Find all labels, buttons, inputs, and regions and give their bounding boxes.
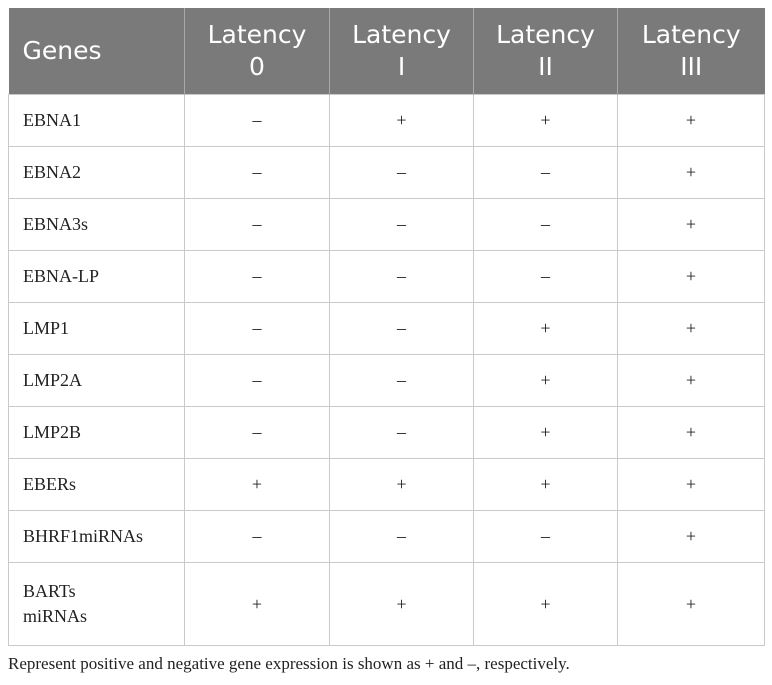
- gene-name-cell: EBNA3s: [8, 198, 185, 251]
- gene-name-text: EBNA3s: [23, 214, 89, 234]
- expression-cell: –: [473, 510, 618, 563]
- gene-name-cell: LMP1: [8, 302, 185, 355]
- expression-cell: +: [184, 562, 330, 646]
- expression-cell: +: [617, 510, 765, 563]
- expression-cell: +: [473, 302, 618, 355]
- table-row: LMP2A––++: [8, 354, 765, 407]
- expression-cell: –: [184, 354, 330, 407]
- expression-cell: +: [329, 458, 474, 511]
- gene-name-cell: EBERs: [8, 458, 185, 511]
- gene-name-text: BHRF1miRNAs: [23, 526, 144, 546]
- gene-name-text: LMP1: [23, 318, 70, 338]
- table-row: LMP1––++: [8, 302, 765, 355]
- expression-cell: –: [184, 510, 330, 563]
- expression-cell: +: [473, 354, 618, 407]
- expression-cell: +: [473, 94, 618, 147]
- expression-cell: –: [329, 250, 474, 303]
- expression-cell: +: [473, 458, 618, 511]
- expression-cell: –: [184, 406, 330, 459]
- expression-cell: +: [473, 406, 618, 459]
- expression-cell: +: [617, 146, 765, 199]
- expression-cell: –: [473, 198, 618, 251]
- gene-name-text: BARTs: [23, 581, 76, 601]
- expression-cell: +: [184, 458, 330, 511]
- expression-cell: +: [617, 198, 765, 251]
- gene-name-cell: LMP2B: [8, 406, 185, 459]
- gene-name-text: LMP2B: [23, 422, 82, 442]
- gene-name-cell: EBNA1: [8, 94, 185, 147]
- expression-cell: +: [617, 458, 765, 511]
- expression-cell: –: [329, 406, 474, 459]
- expression-cell: +: [617, 562, 765, 646]
- gene-name-text: LMP2A: [23, 370, 83, 390]
- gene-name-cell: BARTs miRNAs: [8, 562, 185, 646]
- table-row: BHRF1miRNAs–––+: [8, 510, 765, 563]
- table-row: EBERs++++: [8, 458, 765, 511]
- expression-cell: –: [184, 250, 330, 303]
- table-row: EBNA1–+++: [8, 94, 765, 147]
- gene-name-cell: BHRF1miRNAs: [8, 510, 185, 563]
- table-body: EBNA1–+++EBNA2–––+EBNA3s–––+EBNA-LP–––+L…: [8, 94, 765, 646]
- expression-cell: +: [617, 94, 765, 147]
- gene-name-cell: LMP2A: [8, 354, 185, 407]
- expression-cell: +: [617, 354, 765, 407]
- expression-cell: +: [473, 562, 618, 646]
- expression-cell: –: [473, 250, 618, 303]
- header-genes: Genes: [8, 8, 185, 95]
- expression-cell: –: [329, 510, 474, 563]
- expression-cell: +: [617, 406, 765, 459]
- expression-cell: –: [184, 94, 330, 147]
- expression-cell: +: [617, 302, 765, 355]
- gene-name-text: EBERs: [23, 474, 77, 494]
- table-row: EBNA-LP–––+: [8, 250, 765, 303]
- expression-cell: –: [329, 302, 474, 355]
- expression-cell: +: [617, 250, 765, 303]
- gene-name-cell: EBNA2: [8, 146, 185, 199]
- gene-name-text: miRNAs: [23, 606, 88, 626]
- expression-cell: –: [329, 354, 474, 407]
- expression-cell: –: [184, 198, 330, 251]
- expression-cell: –: [184, 302, 330, 355]
- expression-cell: –: [329, 198, 474, 251]
- gene-name-text: EBNA2: [23, 162, 81, 182]
- expression-cell: +: [329, 94, 474, 147]
- expression-cell: –: [473, 146, 618, 199]
- table-row: EBNA3s–––+: [8, 198, 765, 251]
- gene-name-text: EBNA1: [23, 110, 81, 130]
- table-footnote: Represent positive and negative gene exp…: [8, 654, 570, 673]
- gene-name-text: EBNA-LP: [23, 266, 99, 286]
- expression-cell: –: [184, 146, 330, 199]
- table-row: EBNA2–––+: [8, 146, 765, 199]
- gene-name-cell: EBNA-LP: [8, 250, 185, 303]
- expression-cell: +: [329, 562, 474, 646]
- expression-cell: –: [329, 146, 474, 199]
- table-row: LMP2B––++: [8, 406, 765, 459]
